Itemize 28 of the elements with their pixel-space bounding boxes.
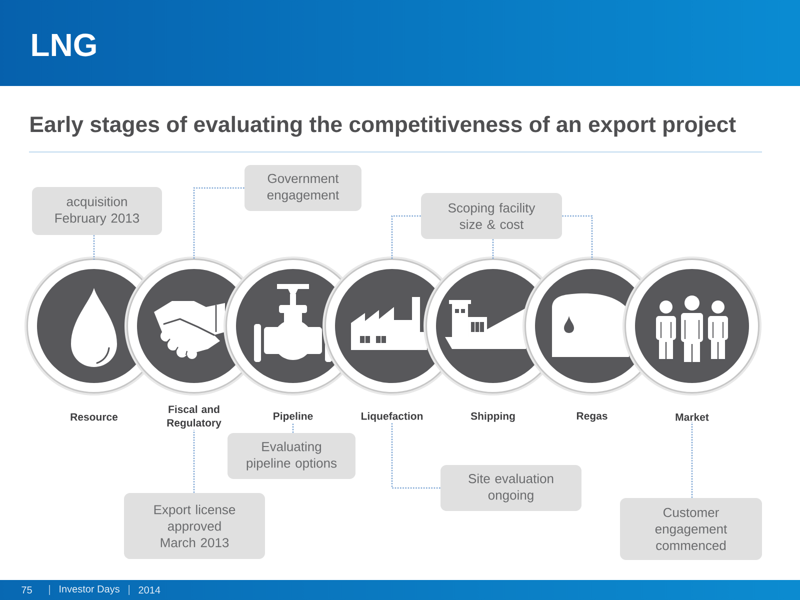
stage-label: Regas	[576, 412, 608, 422]
leader-line	[391, 215, 421, 260]
stage-label: Market	[676, 413, 709, 421]
callout-box: Government engagement	[244, 165, 362, 211]
footer-text: 75	[22, 586, 32, 594]
title: LNG	[32, 34, 96, 56]
stage-label: Resource	[70, 413, 118, 421]
callout-box: Export license approved March 2013	[124, 493, 265, 559]
footer-text: 2014	[138, 586, 160, 594]
leader-line	[691, 422, 693, 498]
callout-box: acquisition February 2013	[32, 187, 162, 235]
subtitle: Early stages of evaluating the competitiveness of an export project	[30, 116, 736, 137]
stage-label: Pipeline	[274, 412, 313, 422]
callout-box: Scoping facility size & cost	[421, 193, 562, 239]
leader-line	[562, 215, 593, 260]
leader-line	[391, 423, 440, 489]
leader-line	[492, 239, 494, 260]
callout-box: Evaluating pipeline options	[228, 433, 356, 479]
leader-line	[93, 235, 95, 260]
leader-line	[193, 187, 244, 260]
stage-label: Fiscal and Regulatory	[167, 405, 222, 429]
callout-box: Site evaluation ongoing	[440, 465, 582, 511]
leader-line	[292, 423, 294, 433]
footer-text: Investor Days	[60, 586, 120, 594]
leader-line	[193, 430, 195, 493]
callout-box: Customer engagement commenced	[620, 498, 762, 560]
stage-label: Liquefaction	[362, 412, 423, 422]
stage-label: Shipping	[470, 412, 515, 422]
